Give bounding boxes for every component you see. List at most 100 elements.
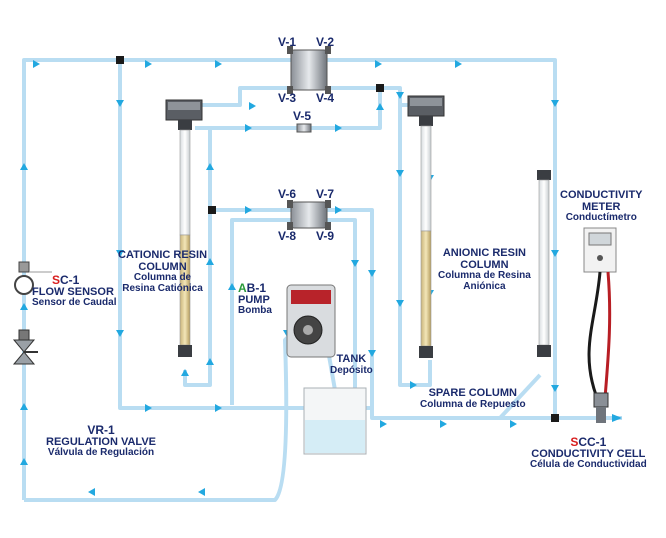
pump-label: AB-1 PUMP Bomba bbox=[238, 282, 272, 317]
arrow bbox=[335, 124, 342, 132]
arrow bbox=[20, 303, 28, 310]
arrow bbox=[396, 300, 404, 307]
pump-title: PUMP bbox=[238, 293, 270, 306]
arrow bbox=[455, 60, 462, 68]
anionic-sub-line2: Aniónica bbox=[463, 280, 506, 292]
spare-column bbox=[537, 170, 551, 357]
regulation-valve-code: VR-1 bbox=[87, 423, 115, 437]
anionic-title-line1: ANIONIC RESIN bbox=[442, 247, 526, 259]
conductivity-cell-title: CONDUCTIVITY CELL bbox=[531, 447, 646, 460]
arrow bbox=[396, 92, 404, 99]
regulation-valve-label: VR-1 REGULATION VALVE Válvula de Regulac… bbox=[46, 424, 156, 459]
flow-sensor bbox=[14, 261, 52, 295]
valve-label-v7: V-7 bbox=[316, 187, 335, 201]
pipe-v3-v4-line bbox=[185, 86, 420, 107]
tee-fitting bbox=[116, 56, 124, 64]
spare-column-title: SPARE COLUMN bbox=[428, 387, 517, 399]
tee-fitting bbox=[208, 206, 216, 214]
arrow bbox=[245, 206, 252, 214]
arrow bbox=[33, 60, 40, 68]
spare-column-sub: Columna de Repuesto bbox=[420, 398, 526, 410]
valve-label-v9: V-9 bbox=[316, 229, 335, 243]
valve-block-top[interactable] bbox=[287, 46, 331, 94]
conductivity-meter bbox=[583, 227, 617, 399]
arrow bbox=[88, 488, 95, 496]
valve-label-v5: V-5 bbox=[293, 109, 312, 123]
arrow bbox=[510, 420, 517, 428]
tank-sub: Depósito bbox=[330, 364, 373, 376]
pipe-lower-middle bbox=[370, 408, 622, 420]
flow-sensor-label: SC-1 FLOW SENSOR Sensor de Caudal bbox=[32, 274, 116, 309]
arrow bbox=[198, 488, 205, 496]
pump-sub: Bomba bbox=[238, 305, 272, 317]
arrow bbox=[335, 206, 342, 214]
spare-column-label: SPARE COLUMN Columna de Repuesto bbox=[420, 387, 526, 410]
regulation-valve[interactable] bbox=[12, 329, 38, 365]
flow-arrows bbox=[20, 60, 622, 496]
cationic-sub-line2: Resina Catiónica bbox=[122, 282, 203, 294]
arrow bbox=[20, 458, 28, 465]
valve-label-v6: V-6 bbox=[278, 187, 297, 201]
conductivity-meter-sub: Conductímetro bbox=[565, 212, 637, 224]
arrow bbox=[145, 60, 152, 68]
valve-label-v2: V-2 bbox=[316, 35, 335, 49]
cationic-title-line1: CATIONIC RESIN bbox=[118, 249, 208, 261]
tank bbox=[303, 387, 367, 455]
regulation-valve-sub: Válvula de Regulación bbox=[47, 447, 155, 459]
arrow bbox=[440, 420, 447, 428]
arrow bbox=[551, 385, 559, 392]
regulation-valve-title: REGULATION VALVE bbox=[46, 435, 156, 448]
anionic-title-line2: COLUMN bbox=[460, 258, 509, 271]
arrow bbox=[368, 270, 376, 277]
arrow bbox=[116, 330, 124, 337]
arrow bbox=[612, 414, 622, 422]
conductivity-meter-title-line2: METER bbox=[582, 200, 621, 213]
anionic-sub-line1: Columna de Resina bbox=[438, 270, 531, 282]
cationic-column-label: CATIONIC RESIN COLUMN Columna de Resina … bbox=[118, 249, 208, 294]
anionic-column bbox=[407, 95, 445, 358]
tee-fittings bbox=[116, 56, 559, 422]
tank-label: TANK Depósito bbox=[330, 353, 373, 376]
cationic-sub-line1: Columna de bbox=[133, 272, 192, 284]
arrow bbox=[181, 369, 189, 376]
pipe-bottom-return bbox=[24, 323, 302, 502]
arrow bbox=[249, 102, 256, 110]
cationic-column bbox=[165, 99, 203, 357]
arrow bbox=[206, 258, 214, 265]
arrow bbox=[380, 420, 387, 428]
valve-block-middle[interactable] bbox=[287, 200, 331, 230]
pump-code: AB-1 bbox=[238, 281, 267, 295]
pipe-cationic-loop bbox=[183, 128, 212, 387]
arrow bbox=[376, 103, 384, 110]
pipe-spare bbox=[498, 373, 542, 420]
arrow bbox=[368, 350, 376, 357]
tank-title: TANK bbox=[336, 353, 367, 365]
arrow bbox=[145, 404, 152, 412]
arrow bbox=[410, 381, 417, 389]
flow-sensor-title: FLOW SENSOR bbox=[32, 285, 114, 298]
pipe-middle bbox=[212, 208, 374, 408]
flow-sensor-code: SC-1 bbox=[52, 273, 80, 287]
arrow bbox=[116, 100, 124, 107]
tee-fitting bbox=[376, 84, 384, 92]
arrow bbox=[375, 60, 382, 68]
conductivity-cell-sub: Célula de Conductividad bbox=[530, 459, 647, 471]
arrow bbox=[228, 283, 236, 290]
valve-label-v1: V-1 bbox=[278, 35, 297, 49]
valve-v5[interactable] bbox=[296, 123, 312, 133]
valve-label-v8: V-8 bbox=[278, 229, 297, 243]
tee-fitting bbox=[551, 414, 559, 422]
pipe-left-inner bbox=[118, 60, 372, 410]
arrow bbox=[20, 403, 28, 410]
arrow bbox=[551, 250, 559, 257]
arrow bbox=[215, 404, 222, 412]
conductivity-meter-title-line1: CONDUCTIVITY bbox=[560, 189, 643, 201]
cationic-title-line2: COLUMN bbox=[138, 260, 187, 273]
arrow bbox=[396, 170, 404, 177]
pump bbox=[286, 284, 336, 358]
arrow bbox=[351, 260, 359, 267]
anionic-column-label: ANIONIC RESIN COLUMN Columna de Resina A… bbox=[438, 247, 531, 292]
valve-label-v3: V-3 bbox=[278, 91, 297, 105]
flow-sensor-sub: Sensor de Caudal bbox=[32, 297, 117, 309]
